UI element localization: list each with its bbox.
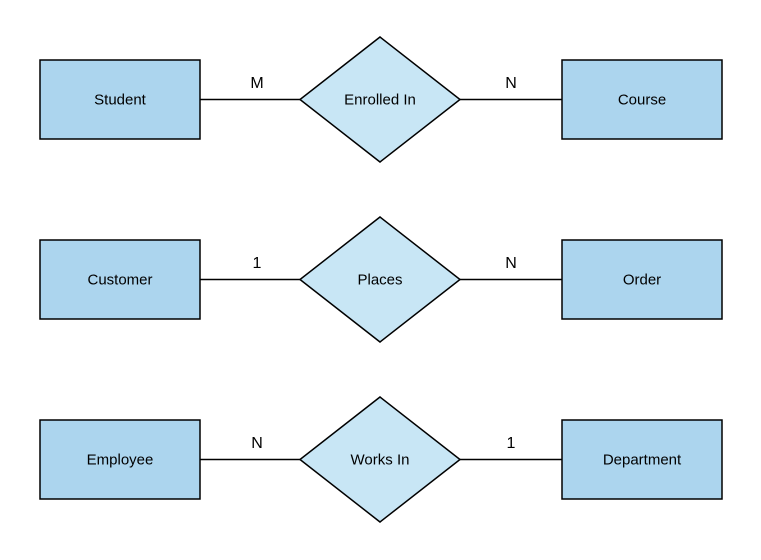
entity-box-student — [39, 59, 201, 140]
relationship-diamond-places — [298, 216, 462, 343]
relationship-label-works-in: Works In — [351, 452, 410, 469]
relationship-label-places: Places — [357, 272, 402, 289]
entity-box-department — [561, 419, 723, 500]
entity-label-employee: Employee — [87, 452, 154, 469]
cardinality-label-left: N — [251, 435, 263, 452]
entity-box-employee — [39, 419, 201, 500]
entity-label-student: Student — [94, 92, 147, 109]
cardinality-label-right: N — [505, 75, 517, 92]
er-row-customer-order: Customer 1 Places N Order — [39, 216, 723, 343]
er-row-employee-department: Employee N Works In 1 Department — [39, 396, 723, 523]
entity-box-order — [561, 239, 723, 320]
cardinality-label-left: 1 — [253, 255, 262, 272]
entity-label-course: Course — [618, 92, 666, 109]
entity-box-customer — [39, 239, 201, 320]
cardinality-label-right: N — [505, 255, 517, 272]
relationship-diamond-works-in — [298, 396, 462, 523]
relationship-label-enrolled-in: Enrolled In — [344, 92, 416, 109]
relationship-diamond-enrolled-in — [298, 36, 462, 163]
cardinality-label-right: 1 — [507, 435, 516, 452]
entity-box-course — [561, 59, 723, 140]
cardinality-label-left: M — [250, 75, 263, 92]
entity-label-department: Department — [603, 452, 682, 469]
entity-label-order: Order — [623, 272, 661, 289]
entity-label-customer: Customer — [87, 272, 152, 289]
er-row-student-course: Student M Enrolled In N Course — [39, 36, 723, 163]
